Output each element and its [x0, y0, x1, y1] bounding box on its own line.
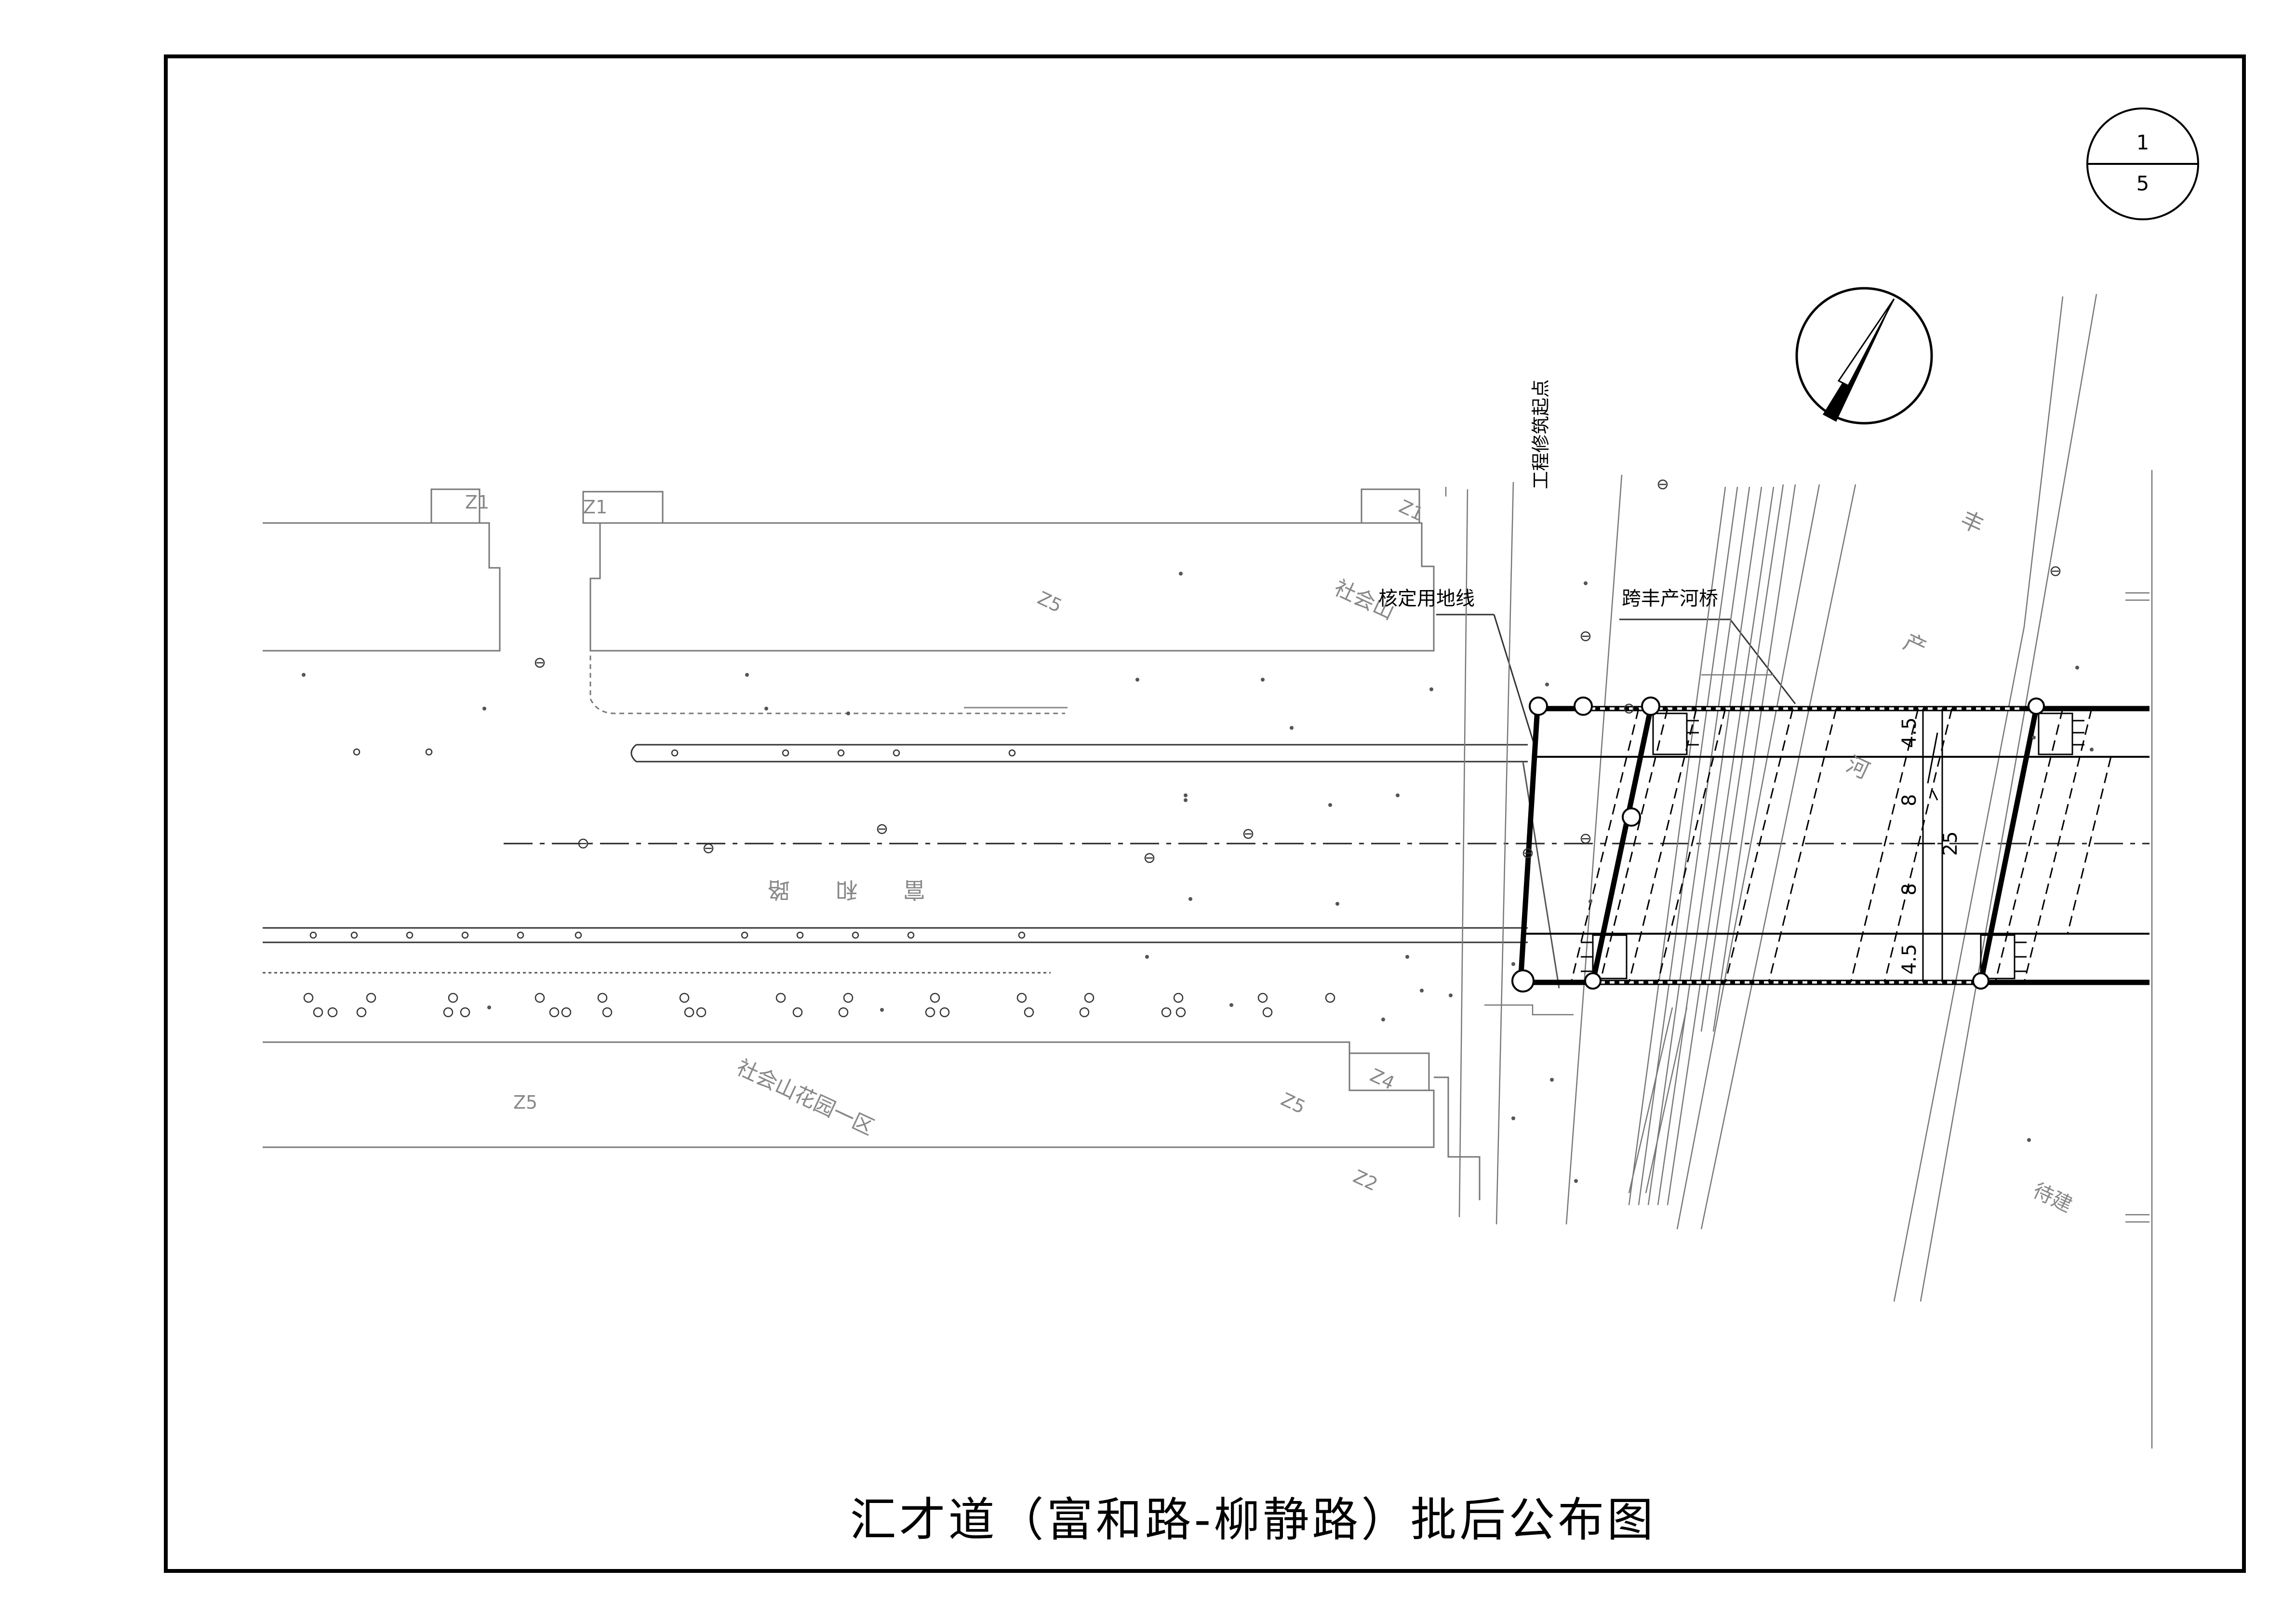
bridge — [1511, 697, 2149, 993]
approved-line-label: 核定用地线 — [1378, 588, 1475, 610]
dimension-total-25: 25 — [1939, 832, 1962, 856]
road-lines — [263, 614, 1796, 989]
road-name-label: 富 和 路 — [748, 877, 925, 903]
sheet-total: 5 — [2136, 172, 2149, 195]
building-label-z1-b: Z1 — [583, 496, 607, 518]
dimension-8-top: 8 — [1898, 794, 1921, 806]
buildings — [263, 488, 1481, 1200]
sheet-number: 1 — [2136, 131, 2149, 154]
building-label-z1-a: Z1 — [465, 492, 489, 513]
construction-start-label: 工程修筑起点 — [1530, 379, 1551, 489]
dimension-8-bottom: 8 — [1898, 883, 1921, 895]
building-label-z5-bottom-left: Z5 — [513, 1092, 537, 1113]
river-and-side-roads — [1445, 294, 2153, 1449]
dimension-4-5-bottom: 4.5 — [1898, 944, 1921, 975]
sheet-number-badge — [2086, 107, 2199, 220]
north-arrow-icon — [1795, 287, 1933, 425]
bridge-label: 跨丰产河桥 — [1622, 588, 1718, 610]
dimension-chain — [1911, 709, 1943, 982]
dimension-4-5-top: 4.5 — [1898, 717, 1921, 748]
drawing-title: 汇才道（富和路-柳静路）批后公布图 — [850, 1493, 1656, 1547]
drawing-frame — [164, 54, 2246, 1573]
survey-dots — [302, 572, 2094, 1183]
survey-symbols — [303, 479, 2061, 1018]
